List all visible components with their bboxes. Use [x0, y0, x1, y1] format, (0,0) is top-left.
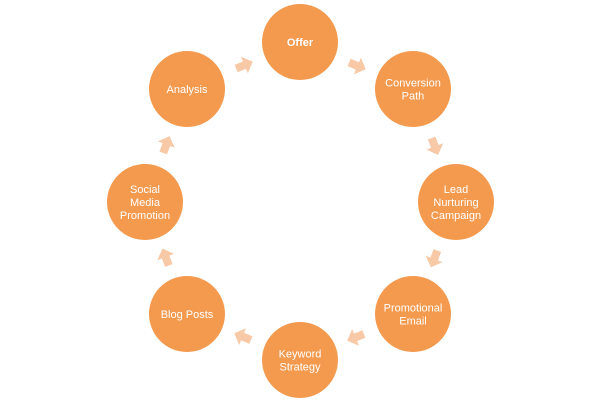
node-label-conversion-path: Conversion [385, 78, 441, 90]
node-circle-conversion-path [375, 51, 451, 127]
node-offer: Offer [262, 4, 338, 80]
arrow-lead-nurturing-campaign-to-promotional-email [425, 249, 443, 268]
arrows [157, 56, 444, 346]
node-label-keyword-strategy: Keyword [279, 349, 322, 361]
node-circle-keyword-strategy [262, 322, 338, 398]
node-label-offer: Offer [287, 37, 314, 49]
node-label-social-media-promotion: Media [130, 197, 161, 209]
arrow-keyword-strategy-to-blog-posts [234, 328, 253, 345]
arrow-social-media-promotion-to-analysis [157, 136, 175, 155]
node-label-analysis: Analysis [167, 84, 208, 96]
node-label-promotional-email: Email [399, 316, 427, 328]
node-circle-blog-posts [149, 276, 225, 352]
node-label-social-media-promotion: Social [130, 184, 160, 196]
arrow-analysis-to-offer [234, 56, 253, 74]
node-circle-promotional-email [375, 276, 451, 352]
node-label-conversion-path: Path [402, 91, 425, 103]
node-circle-analysis [149, 51, 225, 127]
node-label-lead-nurturing-campaign: Campaign [431, 210, 481, 222]
node-circle-lead-nurturing-campaign [418, 164, 494, 240]
node-label-lead-nurturing-campaign: Nurturing [433, 197, 478, 209]
arrow-blog-posts-to-social-media-promotion [157, 248, 175, 267]
arrow-promotional-email-to-keyword-strategy [347, 329, 366, 346]
node-blog-posts: Blog Posts [149, 276, 225, 352]
node-label-blog-posts: Blog Posts [161, 309, 214, 321]
node-analysis: Analysis [149, 51, 225, 127]
node-label-keyword-strategy: Strategy [280, 362, 321, 374]
node-label-social-media-promotion: Promotion [120, 210, 170, 222]
node-label-lead-nurturing-campaign: Lead [444, 184, 468, 196]
node-circle-offer [262, 4, 338, 80]
node-label-promotional-email: Promotional [384, 303, 443, 315]
node-circle-social-media-promotion [107, 164, 183, 240]
arrow-offer-to-conversion-path [347, 57, 366, 75]
arrow-conversion-path-to-lead-nurturing-campaign [426, 136, 444, 155]
